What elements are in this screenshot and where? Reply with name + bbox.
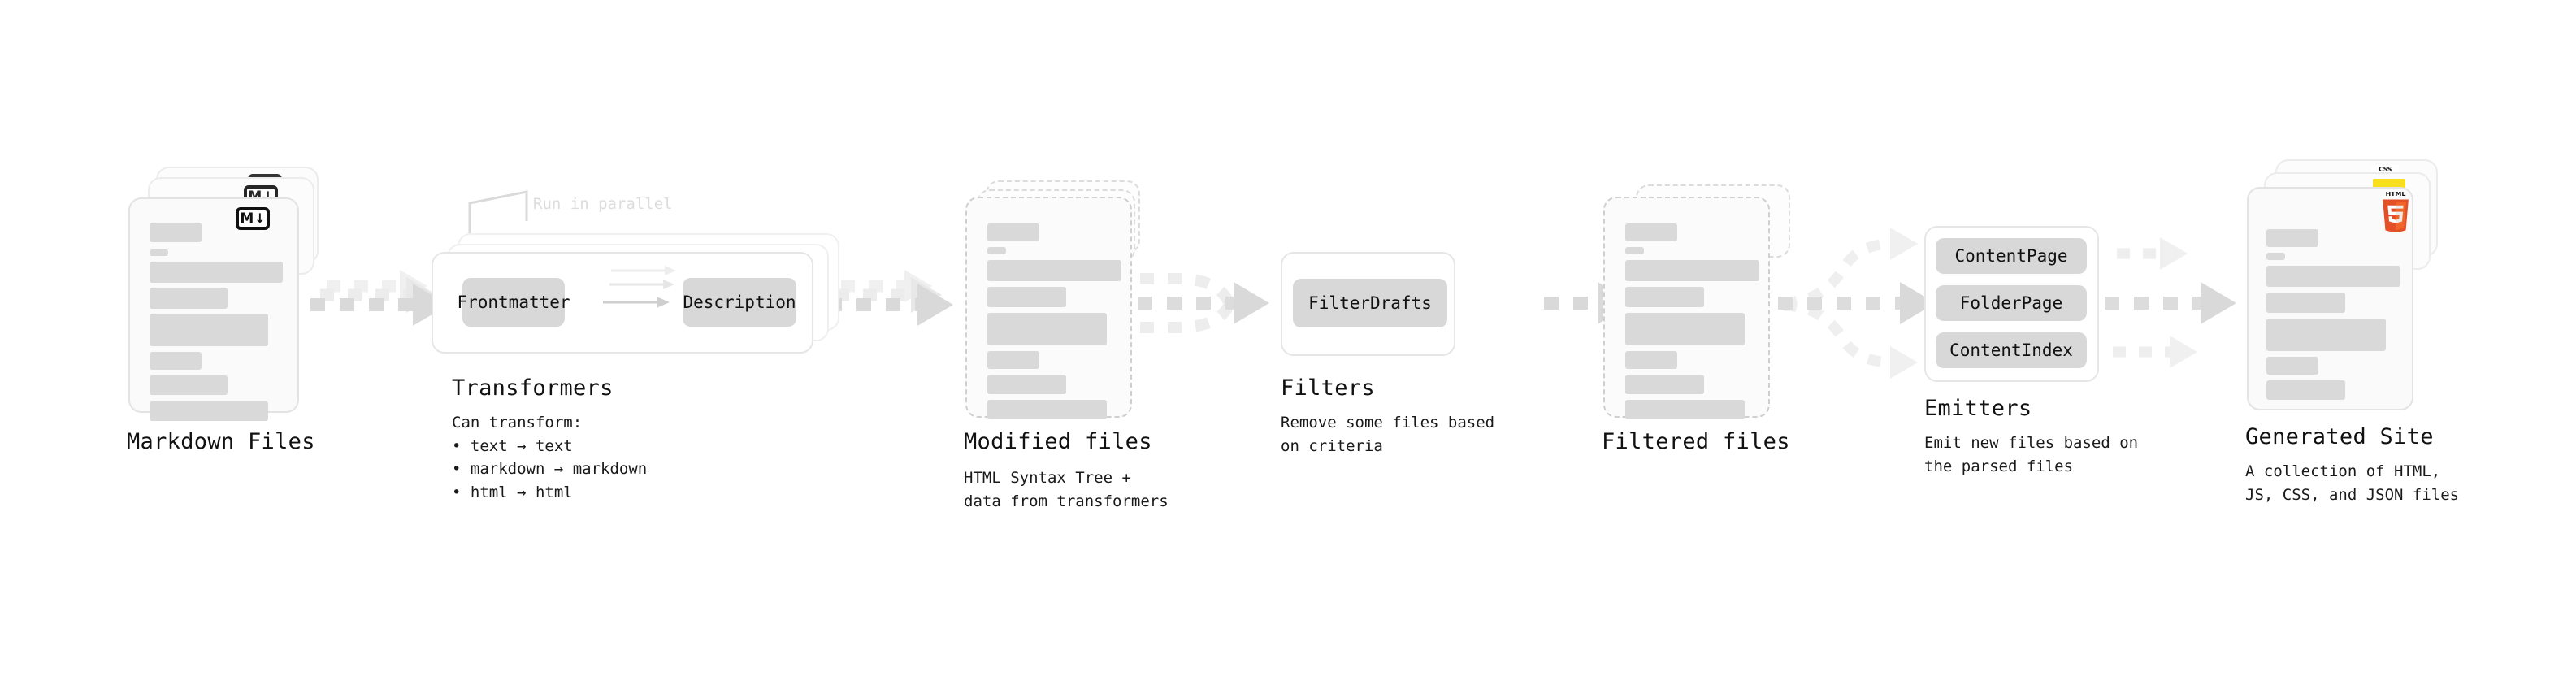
skeleton-line (2266, 357, 2318, 375)
skeleton-line (987, 400, 1107, 419)
markdown-icon-letter: M (240, 210, 254, 227)
skeleton-line (2266, 293, 2345, 313)
filtered-files-caption: Filtered files (1602, 429, 1790, 454)
skeleton-line (1625, 375, 1704, 394)
arrow-markdown-to-transformers (310, 270, 449, 326)
modified-files-caption: Modified files (964, 429, 1152, 454)
arrow-emitters-to-site (2105, 237, 2236, 368)
transformers-subcaption: Can transform: • text → text • markdown … (452, 414, 648, 501)
transformer-pill-frontmatter[interactable]: Frontmatter (457, 278, 570, 327)
filters-subcaption: Remove some files based on criteria (1281, 414, 1495, 455)
skeleton-line (1625, 287, 1704, 307)
skeleton-line (1625, 223, 1677, 241)
html5-icon: HTML (2383, 192, 2409, 232)
transformer-pill-frontmatter-label: Frontmatter (457, 293, 570, 312)
skeleton-line (987, 260, 1121, 281)
skeleton-line (1625, 247, 1644, 254)
skeleton-line (150, 223, 202, 242)
emitters-pill-contentpage-label: ContentPage (1954, 246, 2068, 266)
filtered-file-front (1603, 197, 1770, 419)
markdown-icon: M↓ (236, 207, 270, 230)
svg-text:HTML: HTML (2386, 192, 2406, 197)
filters-pill-filterdrafts[interactable]: FilterDrafts (1293, 279, 1447, 327)
skeleton-line (987, 375, 1066, 394)
skeleton-line (150, 249, 168, 256)
skeleton-line (2266, 319, 2386, 351)
emitters-pill-folderpage[interactable]: FolderPage (1936, 285, 2087, 321)
markdown-file-front (128, 197, 299, 421)
skeleton-line (2266, 253, 2285, 260)
skeleton-line (2266, 380, 2345, 400)
filters-caption: Filters (1281, 375, 1375, 401)
skeleton-line (987, 313, 1107, 345)
skeleton-line (987, 247, 1006, 254)
emitters-pill-contentindex-label: ContentIndex (1949, 340, 2073, 360)
skeleton-line (150, 375, 228, 395)
emitters-caption: Emitters (1924, 396, 2032, 421)
emitters-pill-contentindex[interactable]: ContentIndex (1936, 332, 2087, 368)
generated-site-subcaption: A collection of HTML, JS, CSS, and JSON … (2245, 462, 2460, 504)
emitters-pill-folderpage-label: FolderPage (1959, 293, 2063, 313)
filters-pill-filterdrafts-label: FilterDrafts (1308, 293, 1432, 313)
skeleton-line (987, 351, 1039, 369)
skeleton-line (1625, 400, 1745, 419)
skeleton-line (1625, 313, 1745, 345)
skeleton-line (150, 314, 268, 346)
transformer-pill-description[interactable]: Description (683, 278, 796, 327)
skeleton-line (987, 287, 1066, 307)
emitters-pill-contentpage[interactable]: ContentPage (1936, 238, 2087, 274)
emitters-subcaption: Emit new files based on the parsed files (1924, 434, 2139, 475)
arrow-filtered-to-emitters (1778, 228, 1936, 379)
transformers-caption: Transformers (452, 375, 614, 401)
transformer-pill-description-label: Description (683, 293, 796, 312)
skeleton-line (150, 262, 283, 283)
skeleton-line (150, 288, 228, 309)
skeleton-line (1625, 351, 1677, 369)
skeleton-line (150, 352, 202, 370)
skeleton-line (1625, 260, 1759, 281)
markdown-files-caption: Markdown Files (127, 429, 315, 454)
markdown-icon-arrow: ↓ (254, 210, 266, 226)
generated-site-front (2247, 187, 2413, 410)
arrow-modified-to-filters (1138, 273, 1269, 333)
run-in-parallel-label: Run in parallel (533, 195, 673, 213)
modified-file-front (965, 197, 1132, 419)
generated-site-caption: Generated Site (2245, 424, 2434, 449)
skeleton-line (2266, 266, 2400, 287)
arrow-transformers-to-modified (827, 270, 953, 326)
skeleton-line (987, 223, 1039, 241)
skeleton-line (2266, 229, 2318, 247)
modified-files-subcaption: HTML Syntax Tree + data from transformer… (964, 469, 1169, 510)
skeleton-line (150, 401, 268, 421)
